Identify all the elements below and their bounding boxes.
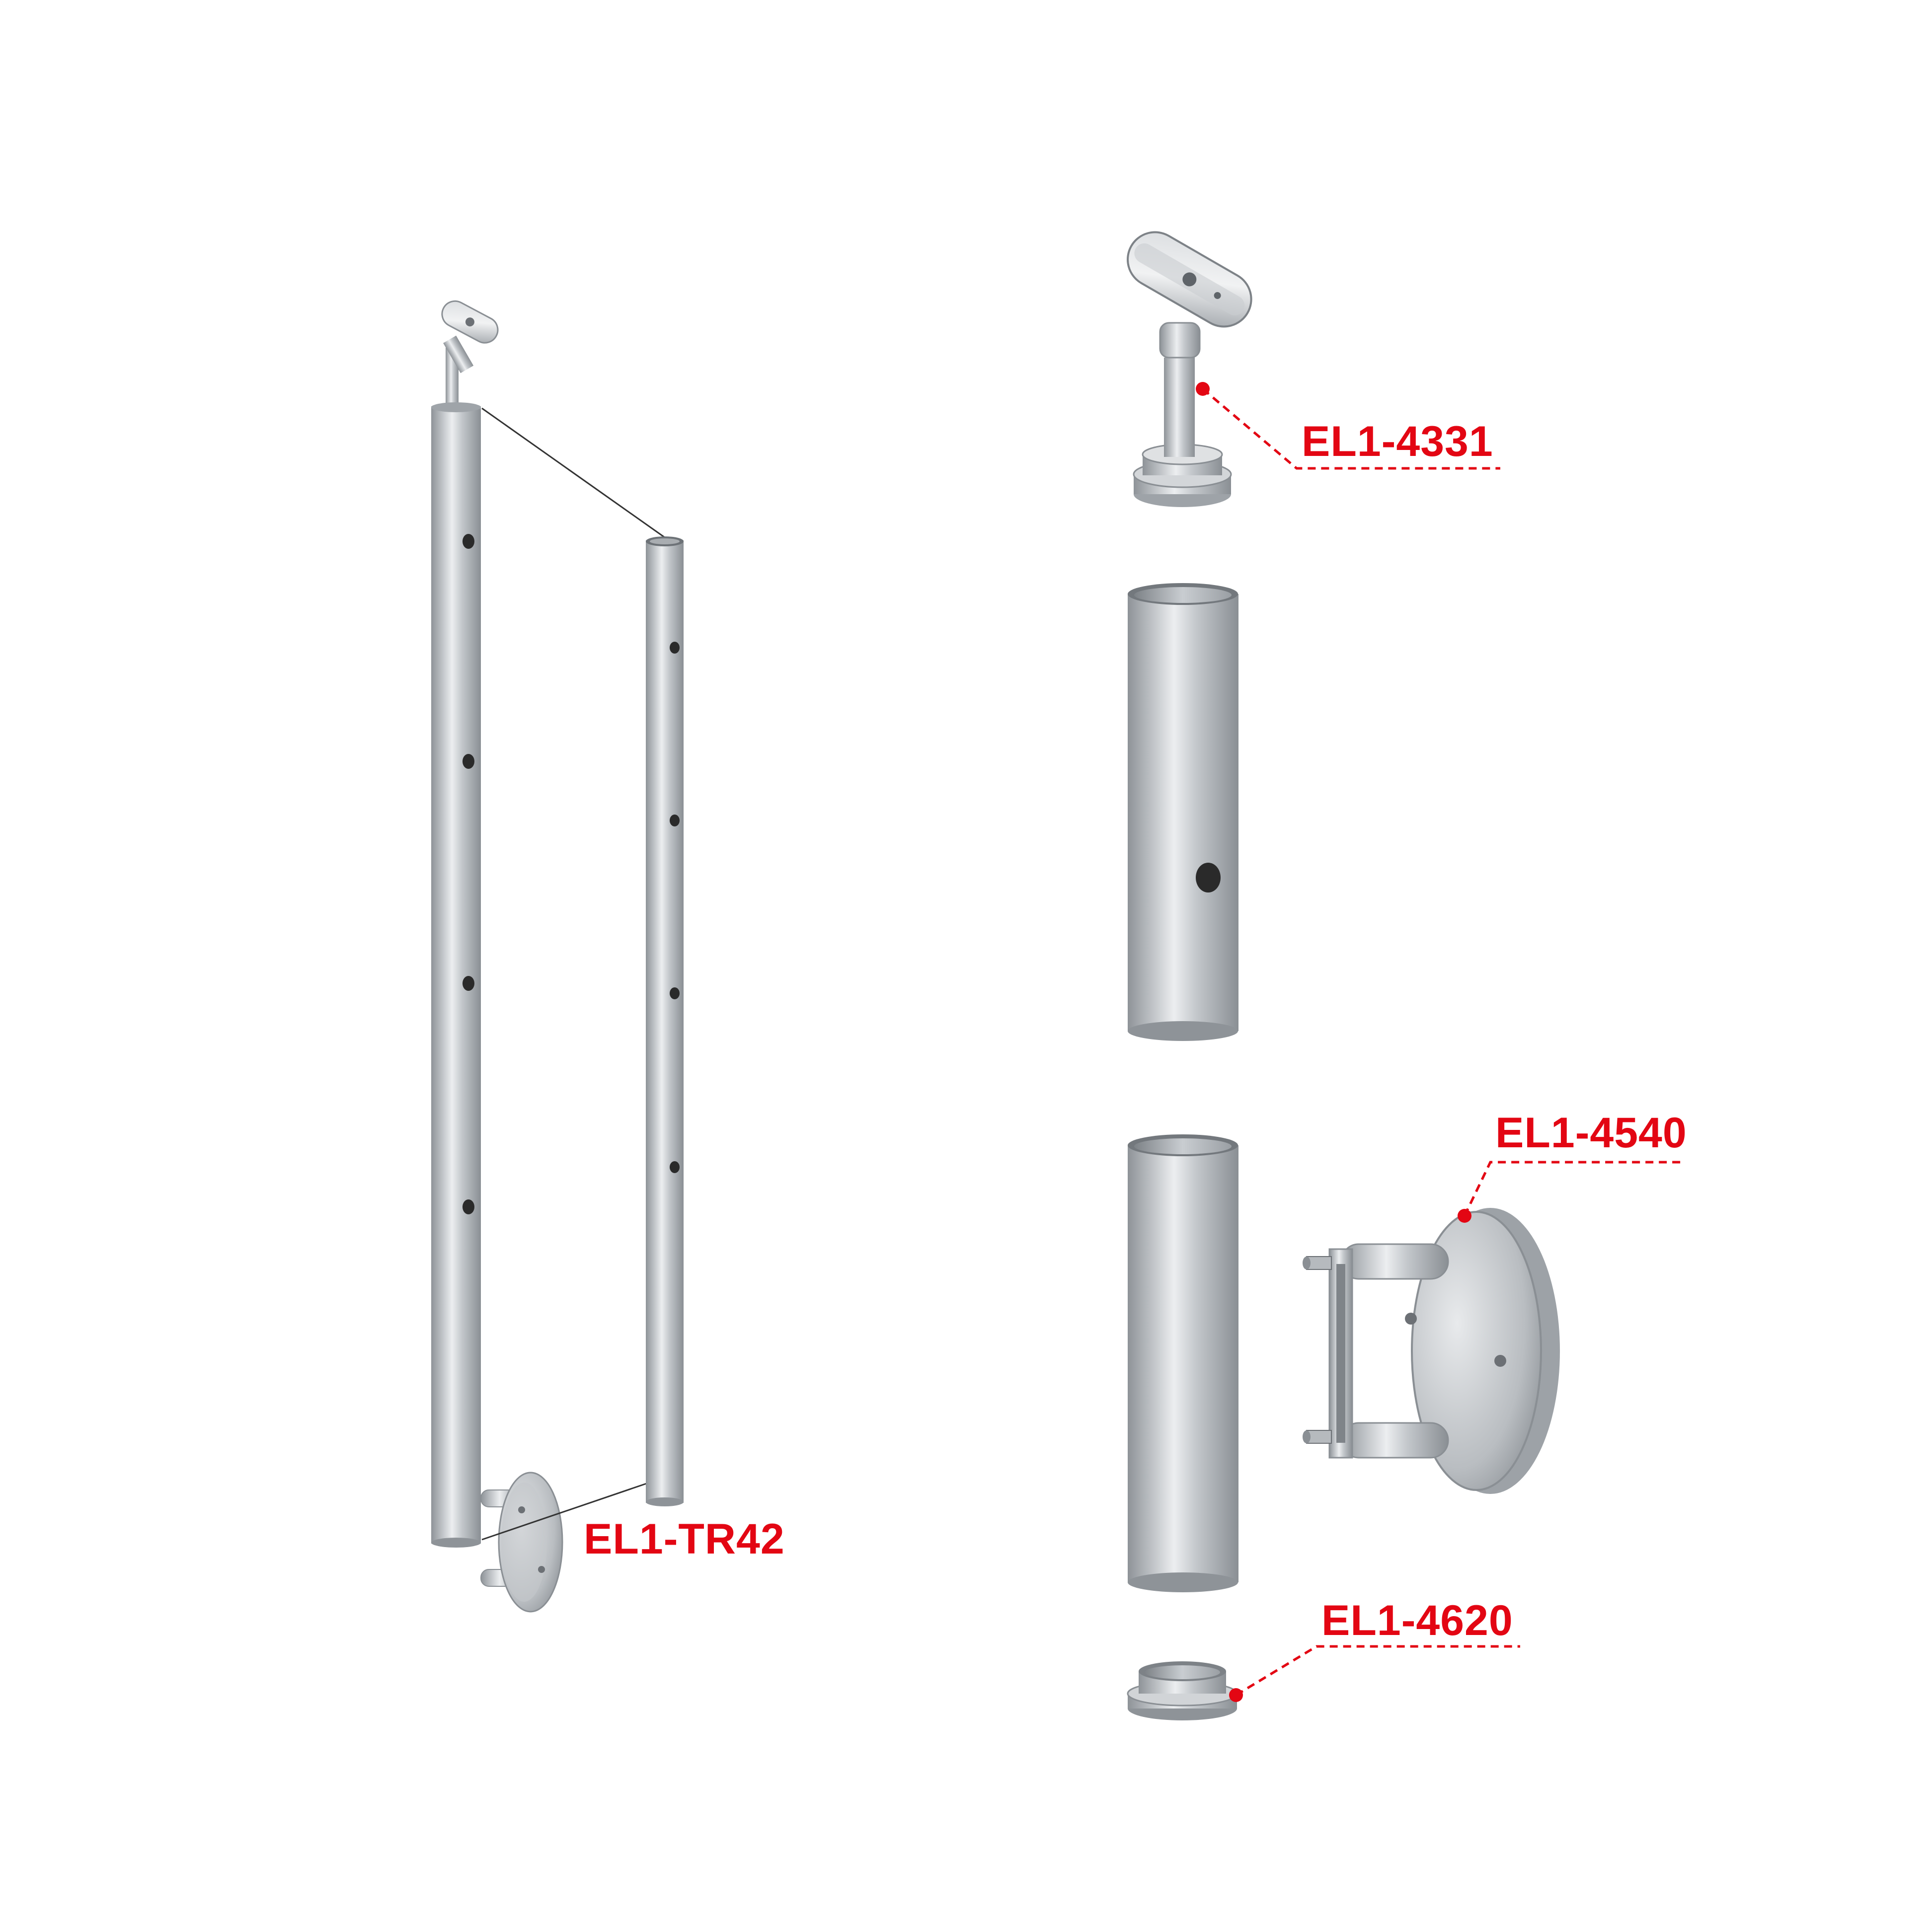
post-assembly-full [431, 300, 563, 1613]
part-4331-handrail-saddle-icon [1127, 231, 1252, 507]
label-el1-4331: EL1-4331 [1302, 418, 1493, 465]
part-4540-wall-bracket-icon [1303, 1208, 1560, 1494]
post-holes [463, 534, 474, 1214]
guide-line-top [481, 407, 665, 538]
post-wall-bracket-icon [480, 1472, 563, 1613]
leader-line-4331 [1202, 388, 1500, 470]
part-4620-end-cap-icon [1127, 1661, 1238, 1720]
tube-tr42 [646, 536, 684, 1506]
tube-lower [1128, 1134, 1238, 1592]
label-el1-4620: EL1-4620 [1321, 1597, 1513, 1644]
post-main-tube [431, 406, 481, 1544]
label-el1-4540: EL1-4540 [1495, 1109, 1687, 1157]
post-saddle-icon [441, 300, 499, 407]
leader-line-4620 [1235, 1645, 1520, 1697]
tube-upper-hole [1196, 863, 1221, 892]
tube-upper [1128, 583, 1238, 1041]
label-el1-tr42: EL1-TR42 [584, 1515, 785, 1563]
guide-line-bottom [481, 1479, 657, 1541]
tube-tr42-holes [670, 642, 680, 1173]
leader-line-4540 [1463, 1161, 1684, 1217]
